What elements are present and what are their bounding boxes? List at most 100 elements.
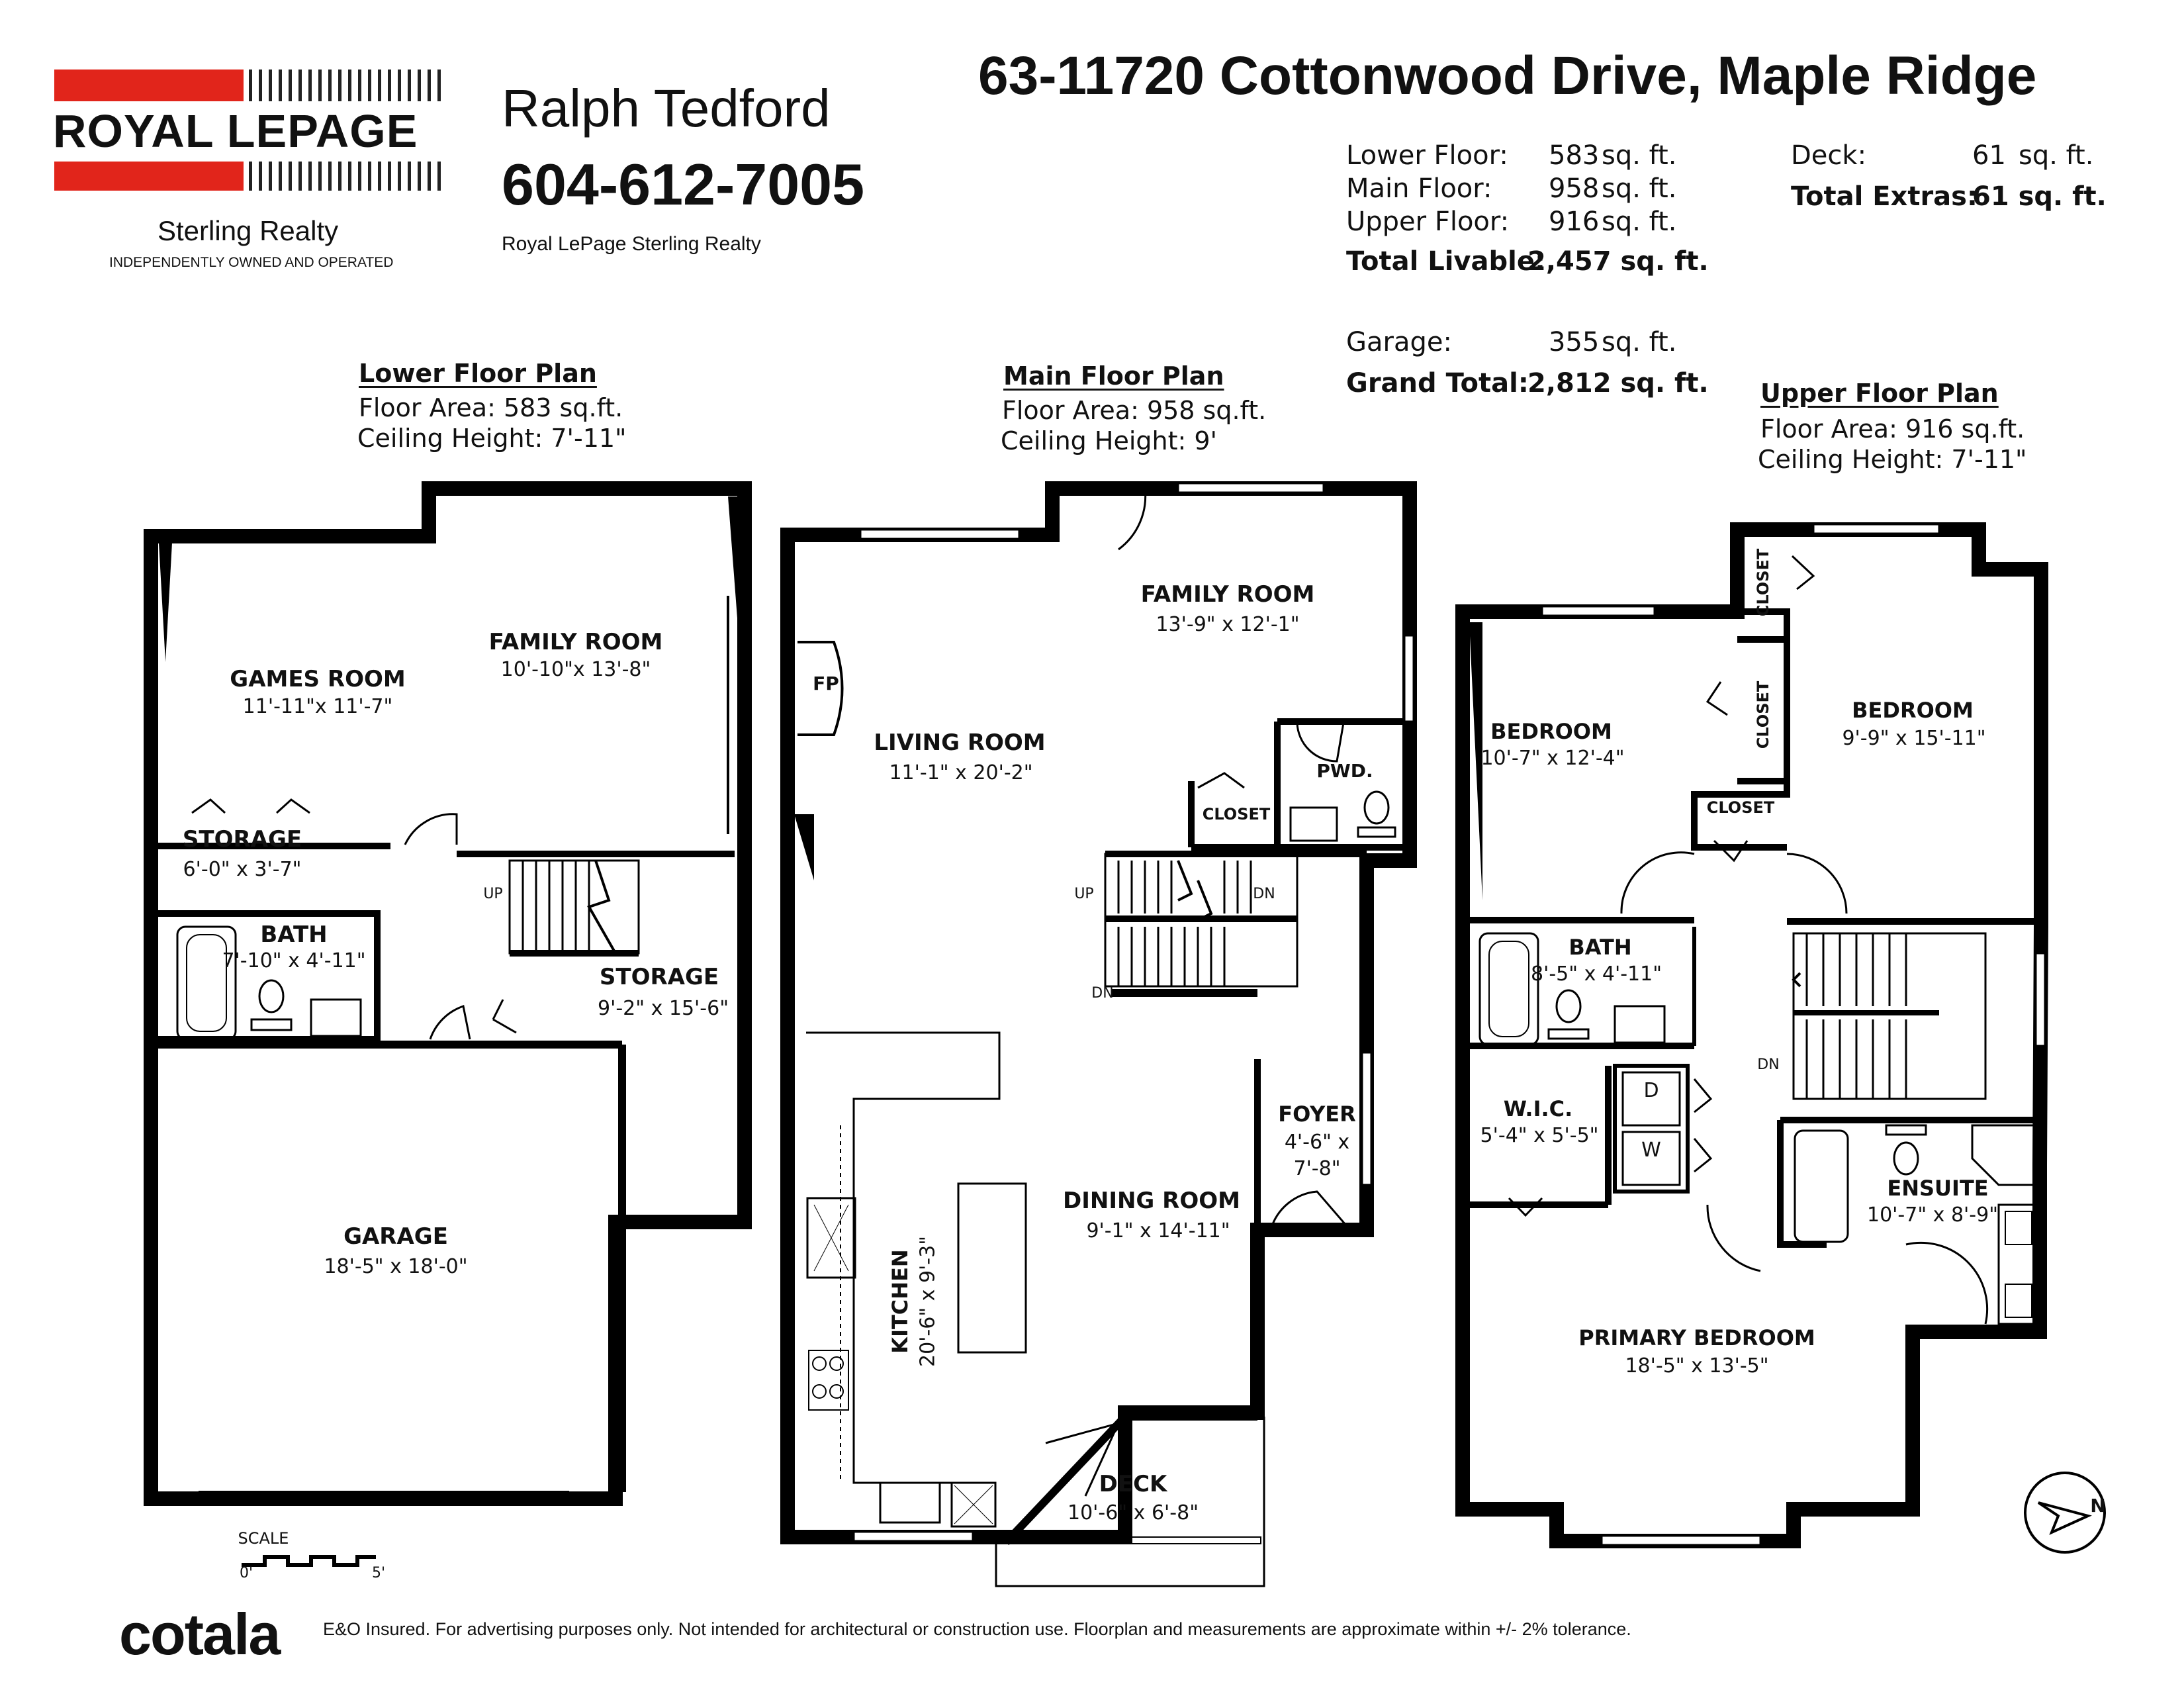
upper-closet-3-label: CLOSET: [1706, 798, 1775, 817]
lower-door-swing: [429, 1005, 471, 1040]
lower-outer-wall: [144, 481, 752, 1506]
kitchen-label: KITCHEN: [887, 1249, 913, 1354]
wic-door: [1508, 1197, 1543, 1217]
upper-bath-dim: 8'-5" x 4'-11": [1530, 962, 1662, 986]
area-main-label: Main Floor:: [1346, 173, 1492, 204]
scale-bar-icon: [242, 1555, 376, 1567]
north-arrow-icon: [2024, 1472, 2106, 1554]
dryer-label: D: [1643, 1079, 1659, 1102]
main-floor-area: Floor Area: 958 sq.ft.: [1002, 396, 1267, 425]
storage-small-dim: 6'-0" x 3'-7": [183, 858, 302, 881]
lower-floor-area: Floor Area: 583 sq.ft.: [359, 393, 623, 422]
living-room-dim: 11'-1" x 20'-2": [889, 761, 1033, 784]
main-family-room-label: FAMILY ROOM: [1140, 581, 1315, 608]
upper-stairs: [1787, 918, 2041, 1100]
wic-wall: [1469, 1066, 1612, 1208]
closet-door: [1197, 772, 1245, 789]
deck-outline: [995, 1417, 1265, 1587]
area-upper-value: 916: [1549, 207, 1600, 237]
games-room-dim: 11'-11"x 11'-7": [242, 695, 393, 718]
upper-bath-label: BATH: [1569, 935, 1632, 960]
office-name: Sterling Realty: [158, 215, 339, 246]
ensuite-wall: [1777, 1117, 2041, 1248]
area-total-extras-label: Total Extras:: [1791, 181, 1978, 212]
area-deck-label: Deck:: [1791, 140, 1867, 171]
lower-floor-plan: [144, 481, 752, 1506]
main-window: [1403, 634, 1415, 723]
property-address: 63-11720 Cottonwood Drive, Maple Ridge: [978, 46, 2037, 106]
lower-door-swing: [404, 813, 458, 845]
dining-room-label: DINING ROOM: [1063, 1188, 1240, 1214]
lower-interior-wall: [158, 910, 381, 1043]
ensuite-vanity: [1997, 1203, 2040, 1325]
pwd-toilet: [1363, 790, 1390, 825]
upper-sink: [1614, 1005, 1666, 1044]
logo-text: ROYAL LEPAGE: [53, 105, 418, 157]
ensuite-toilet-tank: [1885, 1124, 1927, 1136]
area-garage-value: 355: [1549, 327, 1600, 357]
storage-small-label: STORAGE: [182, 826, 302, 853]
bedroom-1-dim: 10'-7" x 12'-4": [1480, 747, 1625, 770]
agent-phone: 604-612-7005: [502, 152, 865, 217]
north-label: N: [2090, 1495, 2106, 1517]
area-grand-total-label: Grand Total:: [1346, 368, 1529, 399]
area-garage-unit: sq. ft.: [1602, 327, 1677, 357]
dining-bay: [1003, 1413, 1257, 1546]
upper-closet-walls: [1691, 530, 1790, 851]
pwd-walls: [1191, 718, 1403, 851]
garage-label: GARAGE: [343, 1223, 448, 1250]
logo-red-bar-top: [54, 70, 244, 101]
upper-window: [1812, 523, 1940, 535]
ensuite-tub: [1794, 1129, 1849, 1243]
laundry-door: [1693, 1078, 1713, 1173]
area-total-livable-value: 2,457 sq. ft.: [1527, 246, 1709, 277]
pwd-sink: [1289, 806, 1338, 842]
area-total-livable-label: Total Livable:: [1346, 246, 1545, 277]
fridge: [806, 1197, 856, 1279]
lower-closet-door: [191, 798, 310, 814]
scale-label: SCALE: [238, 1529, 289, 1548]
lower-bathtub: [176, 925, 237, 1041]
main-window: [852, 1530, 974, 1542]
lower-wall-wedge: [159, 543, 172, 662]
main-floor-plan: [780, 481, 1417, 1587]
kitchen-counter: [806, 1031, 1001, 1484]
main-family-room-dim: 13'-9" x 12'-1": [1156, 613, 1300, 636]
pwd-toilet-tank: [1357, 826, 1396, 838]
area-grand-total-value: 2,812 sq. ft.: [1527, 368, 1709, 399]
lower-stairs: [508, 859, 640, 957]
laundry-closet: [1613, 1064, 1690, 1194]
pwd-label: PWD.: [1316, 760, 1373, 782]
foyer-label: FOYER: [1278, 1102, 1356, 1127]
deck-rail: [995, 1536, 1261, 1544]
main-outer-wall: [780, 481, 1417, 1544]
lower-sink: [310, 998, 362, 1037]
area-lower-value: 583: [1549, 140, 1600, 171]
kitchen-island: [957, 1182, 1027, 1354]
ensuite-toilet: [1893, 1141, 1919, 1176]
deck-dim: 10'-6" x 6'-8": [1067, 1501, 1199, 1524]
upper-closet-door: [1791, 555, 1815, 590]
scale-max-label: 5': [371, 1565, 386, 1581]
deck-door: [1045, 1421, 1120, 1497]
dining-room-dim: 9'-1" x 14'-11": [1086, 1219, 1230, 1243]
upper-bathtub: [1479, 932, 1539, 1046]
upper-floor-area: Floor Area: 916 sq.ft.: [1760, 414, 2025, 444]
primary-bedroom-dim: 18'-5" x 13'-5": [1625, 1354, 1769, 1378]
cooktop: [808, 1350, 849, 1411]
storage-large-label: STORAGE: [599, 964, 719, 990]
fp-label: FP: [813, 673, 839, 694]
washer-box: [1621, 1131, 1681, 1186]
fireplace: [797, 641, 844, 736]
living-room-label: LIVING ROOM: [874, 729, 1046, 756]
area-main-unit: sq. ft.: [1602, 173, 1677, 204]
upper-closet-2-label: CLOSET: [1754, 680, 1772, 749]
kitchen-sink: [879, 1481, 941, 1524]
upper-closet-door: [1713, 839, 1749, 863]
upper-closet-door: [1706, 681, 1728, 716]
lower-up-label: UP: [483, 886, 503, 902]
lower-family-room-dim: 10'-10"x 13'-8": [500, 658, 651, 681]
garage-dim: 18'-5" x 18'-0": [324, 1255, 468, 1278]
foyer-dim-2: 7'-8": [1293, 1157, 1341, 1180]
